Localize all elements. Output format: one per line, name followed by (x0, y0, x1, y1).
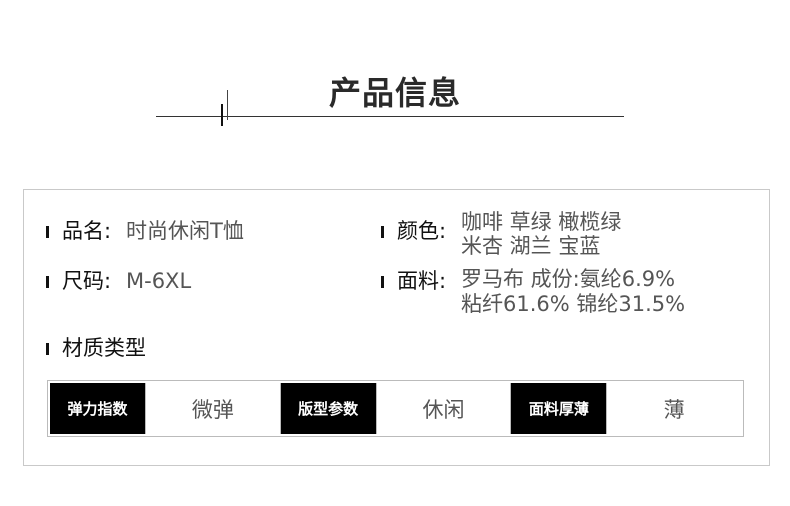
product-info-panel (23, 189, 770, 466)
name-label: 品名: (62, 219, 112, 243)
spec-name-thickness: 面料厚薄 (511, 383, 608, 434)
color-label: 颜色: (397, 219, 447, 243)
spec-table: 弹力指数 微弹 版型参数 休闲 面料厚薄 薄 (47, 380, 744, 437)
fabric-values-line1: 罗马布 成份:氨纶6.9% (461, 267, 676, 291)
fabric-values-line2: 粘纤61.6% 锦纶31.5% (461, 292, 686, 316)
title-underline (156, 116, 624, 117)
color-values-line2: 米杏 湖兰 宝蓝 (461, 234, 601, 258)
size-value: M-6XL (126, 269, 192, 293)
spec-value-fit: 休闲 (377, 383, 512, 434)
bullet-marker (46, 276, 49, 288)
spec-name-fit: 版型参数 (280, 383, 377, 434)
material-type-label: 材质类型 (62, 336, 146, 360)
page-title: 产品信息 (328, 74, 461, 112)
size-label: 尺码: (62, 269, 112, 293)
title-tick-mark (221, 104, 223, 126)
spec-value-elasticity: 微弹 (146, 383, 281, 434)
bullet-marker (381, 226, 384, 238)
bullet-marker (46, 226, 49, 238)
name-value: 时尚休闲T恤 (126, 219, 244, 243)
title-tick-mark-thin (227, 90, 228, 120)
fabric-label: 面料: (397, 269, 447, 293)
spec-name-elasticity: 弹力指数 (50, 383, 146, 434)
bullet-marker (381, 276, 384, 288)
spec-value-thickness: 薄 (663, 397, 685, 422)
color-values-line1: 咖啡 草绿 橄榄绿 (461, 210, 622, 234)
bullet-marker (46, 343, 49, 355)
